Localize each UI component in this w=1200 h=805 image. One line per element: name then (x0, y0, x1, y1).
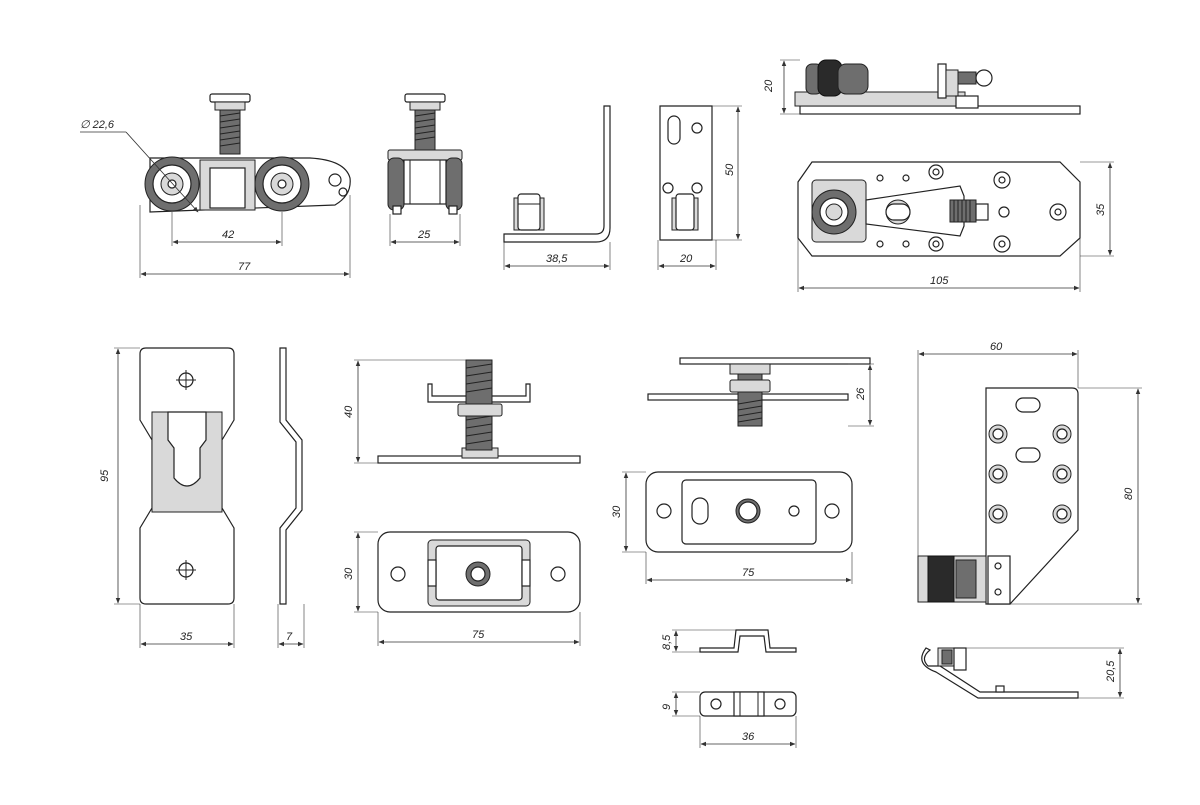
top-assembly-side-view: 20 (763, 59, 1081, 115)
dim-hinge-height: 80 (1123, 487, 1135, 500)
dim-roller-diameter: ∅ 22,6 (80, 119, 115, 131)
dim-top-length: 105 (930, 275, 949, 287)
floor-stopper-view: 38,5 (503, 105, 611, 270)
dim-slot-width: 75 (742, 567, 755, 579)
dim-clip-width: 36 (742, 731, 755, 743)
dim-stopper-width: 38,5 (546, 253, 568, 265)
hinge-bracket-front-view: 60 80 (917, 341, 1142, 605)
clip-plan-view: 9 36 (661, 691, 797, 748)
hinge-bracket-side-view: 20,5 (921, 647, 1124, 699)
dim-plate-height: 30 (343, 567, 355, 580)
dim-slot-height: 30 (611, 505, 623, 518)
top-assembly-plan-view: 35 105 (797, 161, 1114, 292)
adjustment-bolt-side-view: 40 (343, 359, 581, 464)
dim-bracket-width: 35 (180, 631, 193, 643)
dim-roller-length: 77 (238, 261, 251, 273)
base-plate-plan-view: 30 75 (343, 531, 581, 646)
dim-clip-height: 8,5 (661, 634, 673, 650)
dim-bracket-height: 95 (99, 469, 111, 482)
roller-carriage-front-view: 42 77 ∅ 22,6 (80, 93, 351, 278)
dim-bracket-thickness: 7 (286, 631, 293, 643)
floor-guide-view: 50 20 (657, 105, 742, 270)
dim-roller-axle-spacing: 42 (222, 229, 234, 241)
bracket-side-view: 7 (277, 347, 305, 648)
dim-guide-height: 50 (724, 163, 736, 176)
dim-hinge-side-height: 20,5 (1105, 660, 1117, 683)
dim-top-height: 20 (763, 79, 775, 93)
dim-bolt-height: 40 (343, 405, 355, 418)
dim-plate-width: 75 (472, 629, 485, 641)
dim-top-width: 35 (1095, 203, 1107, 216)
roller-carriage-side-view: 25 (387, 93, 463, 246)
bracket-front-view: 95 35 (99, 347, 235, 648)
dim-guide-width: 20 (679, 253, 693, 265)
clip-side-view: 8,5 (661, 629, 797, 653)
slotted-plate-plan-view: 30 75 (611, 471, 853, 584)
dim-clip-thickness: 9 (661, 704, 673, 710)
dim-roller-width: 25 (417, 229, 431, 241)
mounting-washer-side-view: 26 (647, 357, 874, 427)
dim-hinge-width: 60 (990, 341, 1003, 353)
dim-washer-height: 26 (855, 387, 867, 401)
